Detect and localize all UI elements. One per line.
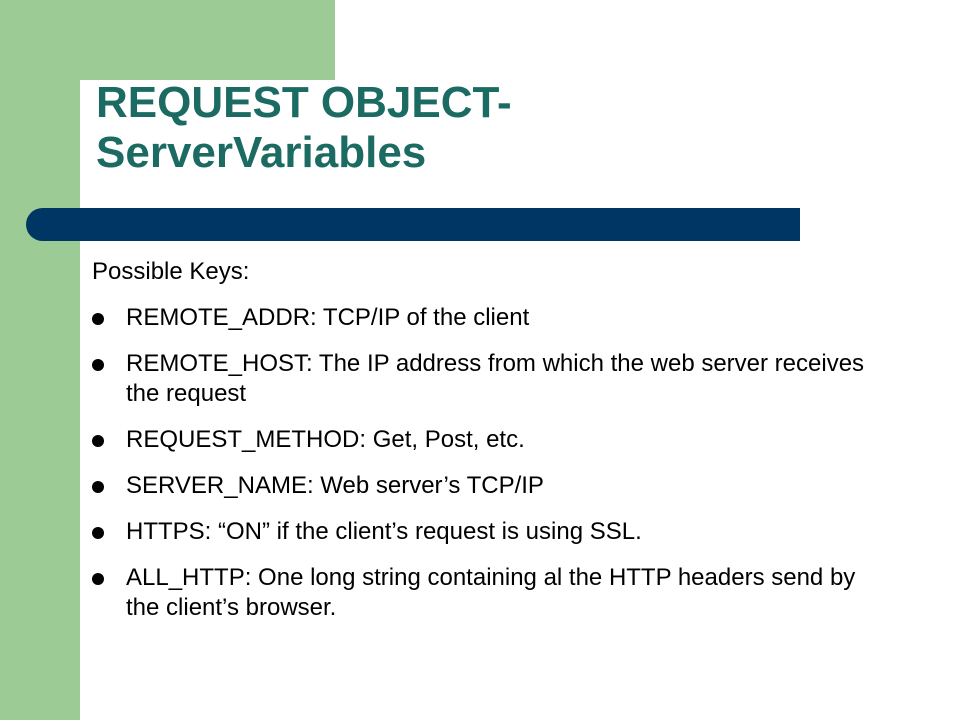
bullet-list: REMOTE_ADDR: TCP/IP of the client REMOTE… — [92, 303, 892, 623]
bullet-dot-icon — [92, 481, 104, 493]
bullet-item-request-method: REQUEST_METHOD: Get, Post, etc. — [92, 425, 892, 455]
bullet-text: REMOTE_ADDR: TCP/IP of the client — [126, 304, 530, 331]
intro-text: Possible Keys: — [92, 258, 250, 285]
bullet-dot-icon — [92, 573, 104, 585]
slide-title: REQUEST OBJECT- ServerVariables — [96, 78, 816, 178]
bullet-text: HTTPS: “ON” if the client’s request is u… — [126, 518, 642, 545]
bullet-text: REMOTE_HOST: The IP address from which t… — [126, 350, 865, 407]
bullet-item-remote-addr: REMOTE_ADDR: TCP/IP of the client — [92, 303, 892, 333]
bullet-text: REQUEST_METHOD: Get, Post, etc. — [126, 426, 525, 453]
bullet-dot-icon — [92, 359, 104, 371]
bullet-text: ALL_HTTP: One long string containing al … — [126, 564, 856, 621]
bullet-item-remote-host: REMOTE_HOST: The IP address from which t… — [92, 349, 892, 409]
title-line-2: ServerVariables — [96, 128, 427, 177]
bullet-item-server-name: SERVER_NAME: Web server’s TCP/IP — [92, 471, 892, 501]
bullet-item-all-http: ALL_HTTP: One long string containing al … — [92, 563, 892, 623]
title-line-1: REQUEST OBJECT- — [96, 78, 512, 127]
bullet-text: SERVER_NAME: Web server’s TCP/IP — [126, 472, 544, 499]
bullet-dot-icon — [92, 313, 104, 325]
slide-body: Possible Keys: REMOTE_ADDR: TCP/IP of th… — [92, 257, 892, 639]
title-underline-bar — [26, 208, 800, 241]
green-top-decoration — [0, 0, 335, 80]
bullet-dot-icon — [92, 435, 104, 447]
bullet-dot-icon — [92, 527, 104, 539]
bullet-item-https: HTTPS: “ON” if the client’s request is u… — [92, 517, 892, 547]
green-sidebar-decoration — [0, 0, 80, 720]
